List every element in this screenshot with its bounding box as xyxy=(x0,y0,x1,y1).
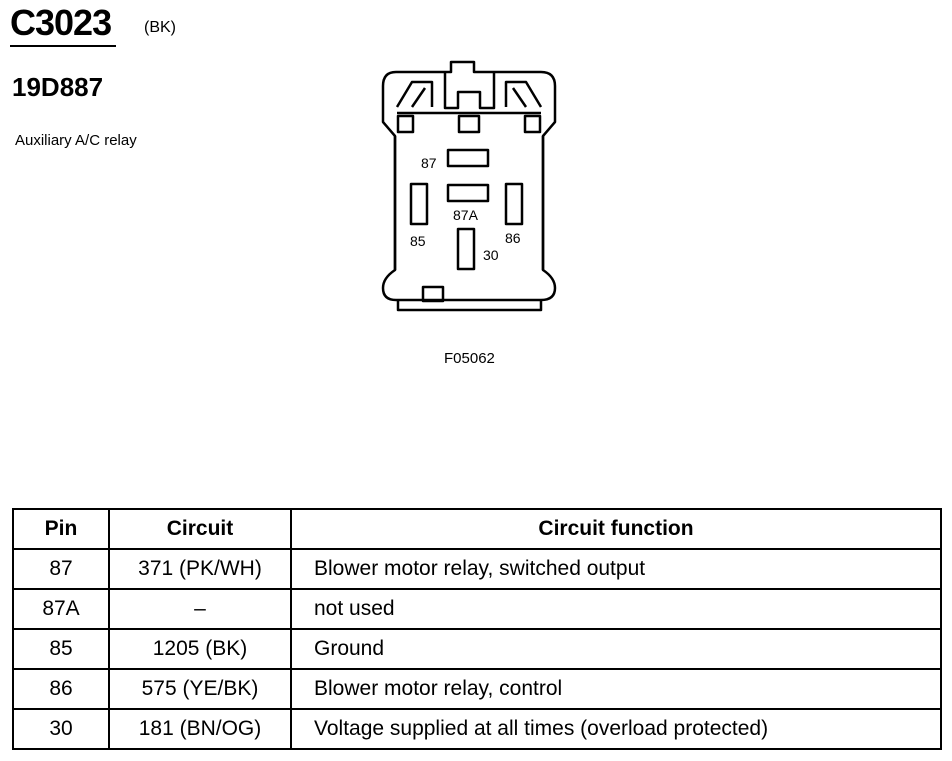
figure-id: F05062 xyxy=(444,350,495,367)
pin-86-label: 86 xyxy=(505,230,521,246)
pin-87-terminal xyxy=(446,148,490,168)
pin-85-terminal xyxy=(409,182,429,226)
notch-right xyxy=(523,114,542,134)
cell-function: Blower motor relay, control xyxy=(290,668,942,710)
connector-id: C3023 xyxy=(10,2,112,43)
cell-pin: 85 xyxy=(12,628,110,670)
cell-circuit: 371 (PK/WH) xyxy=(108,548,292,590)
table-row: 86 575 (YE/BK) Blower motor relay, contr… xyxy=(12,668,942,710)
latch-left-inner xyxy=(410,87,427,108)
notch-center xyxy=(457,114,481,134)
locking-tab xyxy=(421,285,445,303)
table-row: 87 371 (PK/WH) Blower motor relay, switc… xyxy=(12,548,942,590)
connector-base xyxy=(396,300,543,312)
connector-face-diagram: 87 87A 85 86 30 xyxy=(381,60,557,312)
table-row: 30 181 (BN/OG) Voltage supplied at all t… xyxy=(12,708,942,750)
table-row: 85 1205 (BK) Ground xyxy=(12,628,942,670)
header-pin: Pin xyxy=(12,508,110,550)
cell-circuit: 575 (YE/BK) xyxy=(108,668,292,710)
latch-right xyxy=(504,80,543,108)
cell-pin: 87 xyxy=(12,548,110,590)
connector-id-underline xyxy=(10,45,116,47)
cell-circuit: – xyxy=(108,588,292,630)
pin-30-label: 30 xyxy=(483,247,499,263)
latch-right-inner xyxy=(511,87,528,108)
header-function: Circuit function xyxy=(290,508,942,550)
cell-function: Ground xyxy=(290,628,942,670)
pin-87-label: 87 xyxy=(421,155,437,171)
connector-color: (BK) xyxy=(144,19,176,36)
cell-pin: 30 xyxy=(12,708,110,750)
table-row: 87A – not used xyxy=(12,588,942,630)
cell-circuit: 181 (BN/OG) xyxy=(108,708,292,750)
pin-86-terminal xyxy=(504,182,524,226)
pin-87a-label: 87A xyxy=(453,207,479,223)
cell-circuit: 1205 (BK) xyxy=(108,628,292,670)
cell-function: Voltage supplied at all times (overload … xyxy=(290,708,942,750)
part-number: 19D887 xyxy=(12,72,104,102)
pin-85-label: 85 xyxy=(410,233,426,249)
connector-description: Auxiliary A/C relay xyxy=(15,132,137,149)
latch-left xyxy=(395,80,434,108)
connector-body-outline xyxy=(381,60,557,302)
pin-table: Pin Circuit Circuit function 87 371 (PK/… xyxy=(12,508,942,750)
header-circuit: Circuit xyxy=(108,508,292,550)
cell-pin: 86 xyxy=(12,668,110,710)
notch-left xyxy=(396,114,415,134)
table-header-row: Pin Circuit Circuit function xyxy=(12,508,942,550)
cell-pin: 87A xyxy=(12,588,110,630)
pin-87a-terminal xyxy=(446,183,490,203)
cell-function: Blower motor relay, switched output xyxy=(290,548,942,590)
center-latch xyxy=(443,72,496,110)
cell-function: not used xyxy=(290,588,942,630)
pin-30-terminal xyxy=(456,227,476,271)
